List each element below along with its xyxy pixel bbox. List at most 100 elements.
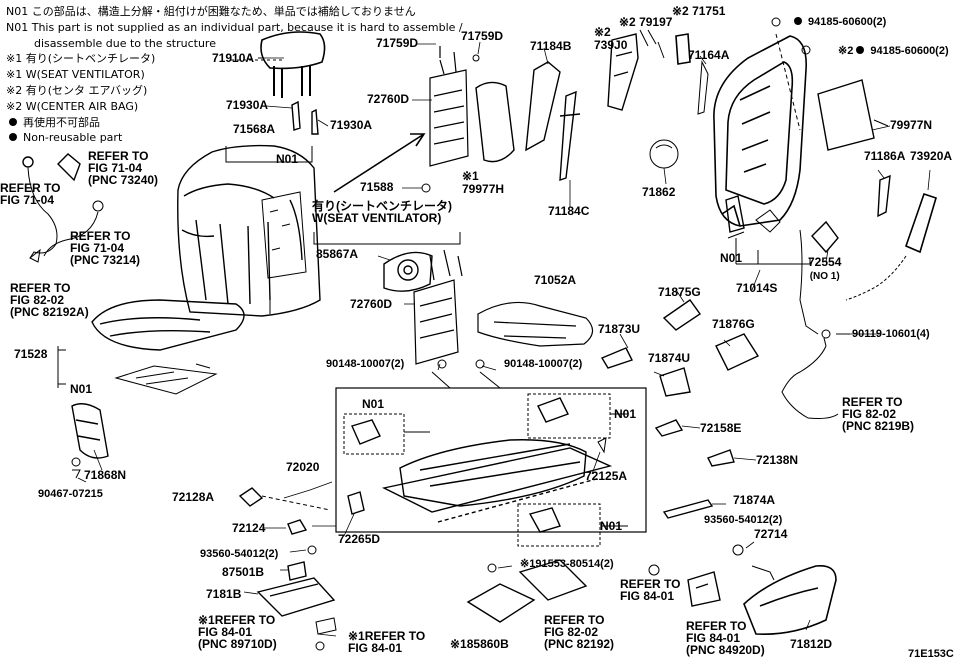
vent-fan-upper — [429, 51, 469, 167]
seat-switch — [687, 571, 721, 607]
label-73920A: 73920A — [910, 149, 953, 163]
note-mark1-en: ※1 W(SEAT VENTILATOR) — [6, 68, 145, 82]
label-90119: 90119-10601(4) — [852, 328, 930, 340]
label-71812D: 71812D — [790, 637, 833, 651]
pad-N01-upper — [261, 191, 307, 279]
label-N01-c: N01 — [362, 397, 385, 411]
label-72714: 72714 — [754, 527, 788, 541]
track-motor-box-low — [517, 503, 601, 547]
airbag-trim — [525, 61, 581, 181]
label-ref-84-01-mid: REFER TO FIG 84-01 — [620, 577, 681, 603]
headrest-guide-drawing — [291, 100, 319, 135]
label-ref-89710D: ※1REFER TO FIG 84-01 (PNC 89710D) — [198, 613, 277, 651]
bracket-right — [877, 174, 891, 218]
label-72760D-2: 72760D — [350, 297, 393, 311]
label-79197: ※2 79197 — [619, 15, 673, 29]
seat-cushion-drawing — [91, 299, 245, 351]
label-71862: 71862 — [642, 185, 676, 199]
track-motor-box — [343, 413, 405, 455]
cover-72124 — [287, 519, 308, 535]
label-93560-b: 93560-54012(2) — [200, 548, 279, 560]
bracket-72554 — [811, 220, 839, 254]
rail-cover-front — [238, 487, 264, 507]
label-71868N: 71868N — [84, 468, 127, 482]
round-pad-drawing — [649, 139, 679, 169]
label-71184B: 71184B — [530, 39, 572, 53]
label-ref-71-04: REFER TO FIG 71-04 — [0, 181, 61, 207]
label-vent-note: 有り(シートベンチレータ) W(SEAT VENTILATOR) — [312, 199, 452, 225]
switch-base-lower — [466, 559, 588, 623]
bracket-small — [675, 33, 691, 65]
label-90148-b: 90148-10007(2) — [504, 358, 583, 370]
label-71528: 71528 — [14, 347, 48, 361]
label-71876G: 71876G — [712, 317, 755, 331]
label-90467: 90467-07215 — [38, 488, 103, 500]
label-72125A: 72125A — [585, 469, 628, 483]
bracket-72265D — [347, 491, 365, 515]
seatback-frame-drawing — [713, 35, 807, 227]
label-71186A: 71186A — [864, 149, 906, 163]
track-motor-box-right — [527, 393, 611, 439]
label-ref-84920D: REFER TO FIG 84-01 (PNC 84920D) — [686, 619, 765, 657]
label-71873U: 71873U — [598, 322, 641, 336]
illustration-code: 71E153C — [908, 648, 954, 660]
note-en-cont: disassemble due to the structure — [34, 36, 216, 50]
label-71568A: 71568A — [233, 122, 276, 136]
label-72124: 72124 — [232, 521, 266, 535]
label-72020: 72020 — [286, 460, 320, 474]
label-94185-a: 94185-60600(2) — [791, 16, 886, 29]
bullet-icon — [856, 46, 865, 54]
label-71910A: 71910A — [212, 51, 255, 65]
label-72128A: 72128A — [172, 490, 215, 504]
label-ref-73240: REFER TO FIG 71-04 (PNC 73240) — [88, 149, 159, 187]
lever-72714 — [732, 544, 775, 581]
label-71014S: 71014S — [736, 281, 778, 295]
bullet-icon — [9, 117, 17, 126]
covers-upper-right — [600, 299, 760, 397]
label-91553: ※191553-80514(2) — [520, 558, 614, 570]
vent-unit-drawing — [383, 251, 433, 292]
bracket-87501B — [287, 561, 307, 581]
motor-71052A — [477, 301, 594, 347]
note-en: N01 This part is not supplied as an indi… — [6, 20, 463, 34]
label-90148-a: 90148-10007(2) — [326, 358, 405, 370]
label-ref-82192A: REFER TO FIG 82-02 (PNC 82192A) — [10, 281, 89, 319]
label-ref-82192: REFER TO FIG 82-02 (PNC 82192) — [544, 613, 615, 651]
note-nonreuse-en: Non-reusable part — [6, 130, 463, 146]
note-mark1-jp: ※1 有り(シートベンチレータ) — [6, 52, 156, 66]
label-71052A: 71052A — [534, 273, 577, 287]
label-72760D-1: 72760D — [367, 92, 410, 106]
bracket-7181B — [256, 577, 336, 617]
label-7181B: 7181B — [206, 587, 242, 601]
label-71759D-2: 71759D — [461, 29, 504, 43]
bullet-icon — [9, 133, 17, 142]
label-71930A-1: 71930A — [226, 98, 269, 112]
label-N01-a: N01 — [276, 152, 299, 166]
label-72554: 72554(NO 1) — [808, 255, 842, 283]
label-N01-b: N01 — [720, 251, 743, 265]
label-93560-a: 93560-54012(2) — [704, 514, 783, 526]
label-85867A: 85867A — [316, 247, 359, 261]
label-72158E: 72158E — [700, 421, 742, 435]
note-jp: N01 この部品は、構造上分解・組付けが困難なため、単品では補給しておりません — [6, 5, 416, 18]
vent-pad-drawing — [475, 81, 515, 163]
curtain-airbag-drawing — [845, 192, 937, 301]
seat-track-box — [335, 387, 647, 533]
label-71874U: 71874U — [648, 351, 691, 365]
label-71184C: 71184C — [548, 204, 590, 218]
seatback-cover-drawing — [177, 144, 321, 317]
harness-right — [781, 337, 839, 419]
cover-72158E — [654, 419, 684, 437]
label-72265D: 72265D — [338, 532, 381, 546]
side-shield-drawing — [743, 564, 837, 636]
label-87501B: 87501B — [222, 565, 265, 579]
note-nonreuse-jp: 再使用不可部品 — [6, 115, 463, 131]
bullet-icon — [794, 17, 802, 25]
label-ref-8219B: REFER TO FIG 82-02 (PNC 8219B) — [842, 395, 915, 433]
label-79977N: 79977N — [890, 118, 933, 132]
label-71930A-2: 71930A — [330, 118, 373, 132]
vent-fan-lower — [413, 249, 463, 365]
